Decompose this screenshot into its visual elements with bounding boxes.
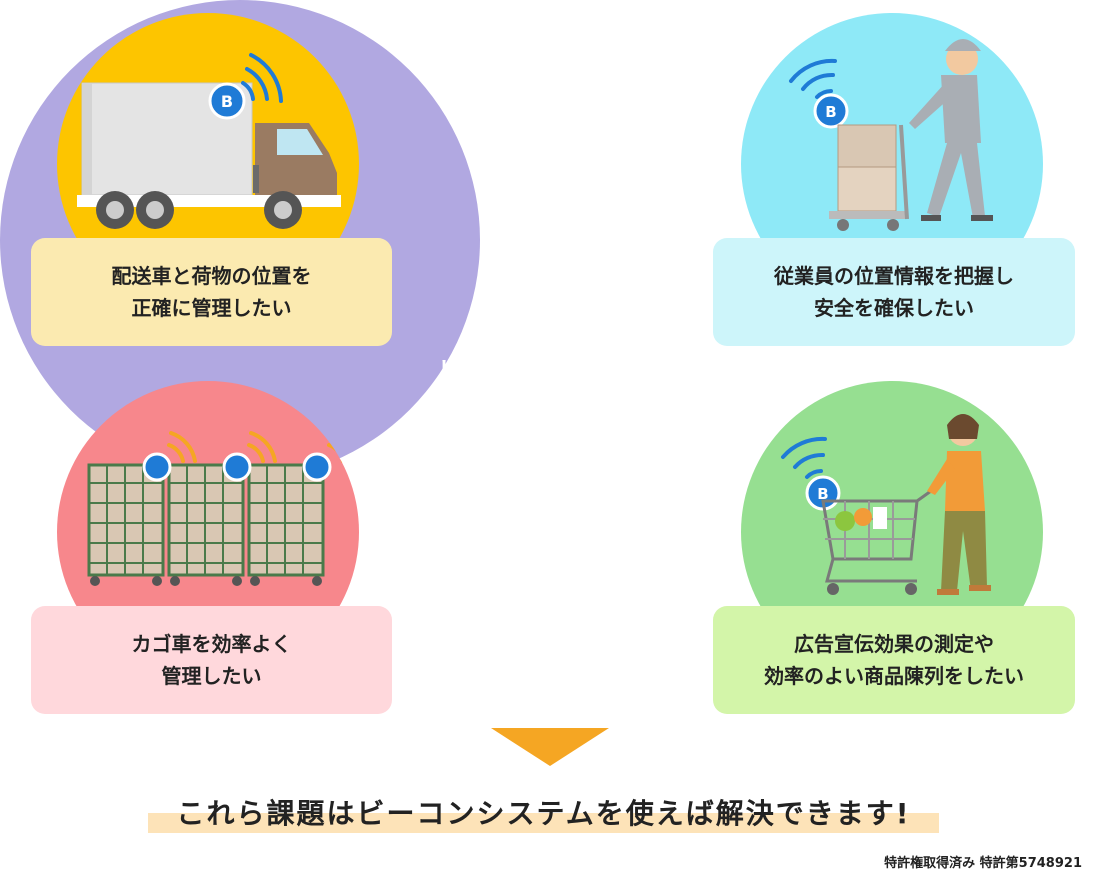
shopping-cart-icon xyxy=(821,489,932,595)
worker-figure xyxy=(909,39,993,221)
cage-carts-icon xyxy=(87,463,325,586)
arrow-down-icon xyxy=(491,728,609,766)
delivery-card-line-1: 配送車と荷物の位置を xyxy=(111,264,312,288)
svg-text:B: B xyxy=(817,485,828,503)
signal-waves-icon xyxy=(241,53,283,103)
retail-card-line-2: 効率のよい商品陳列をしたい xyxy=(764,664,1024,688)
cart-boxes-icon xyxy=(829,124,909,231)
retail-card-line-1: 広告宣伝効果の測定や xyxy=(794,632,994,656)
svg-text:B: B xyxy=(221,92,233,111)
retail-card: 広告宣伝効果の測定や 効率のよい商品陳列をしたい xyxy=(713,606,1075,714)
shopper-figure xyxy=(927,414,991,595)
beacon-icon xyxy=(142,452,332,482)
center-line-2: 管理に関する xyxy=(475,395,625,423)
delivery-card-line-2: 正確に管理したい xyxy=(131,296,292,320)
center-line-1: ヒト・モノ・場所の xyxy=(437,357,663,385)
patent-note: 特許権取得済み 特許第5748921 xyxy=(884,856,1082,871)
cart-card: カゴ車を効率よく 管理したい xyxy=(31,606,392,714)
employee-card-line-1: 従業員の位置情報を把握し xyxy=(774,264,1014,288)
signal-waves-icon xyxy=(781,436,827,479)
beacon-icon: B xyxy=(208,82,246,120)
employee-card-line-2: 安全を確保したい xyxy=(814,296,974,320)
center-question: ヒト・モノ・場所の 管理に関する お悩みはありませんか? xyxy=(360,352,740,466)
employee-card: 従業員の位置情報を把握し 安全を確保したい xyxy=(713,238,1075,346)
truck-icon xyxy=(77,82,341,229)
delivery-card: 配送車と荷物の位置を 正確に管理したい xyxy=(31,238,392,346)
beacon-icon: B xyxy=(813,93,849,129)
conclusion-text: これら課題はビーコンシステムを使えば解決できます! xyxy=(176,797,911,830)
conclusion-highlight xyxy=(148,813,939,833)
cart-card-line-2: 管理したい xyxy=(161,664,262,688)
cart-card-line-1: カゴ車を効率よく xyxy=(131,632,292,656)
center-line-3: お悩みはありませんか? xyxy=(417,433,683,461)
signal-waves-icon xyxy=(789,58,837,99)
svg-text:B: B xyxy=(825,103,836,121)
